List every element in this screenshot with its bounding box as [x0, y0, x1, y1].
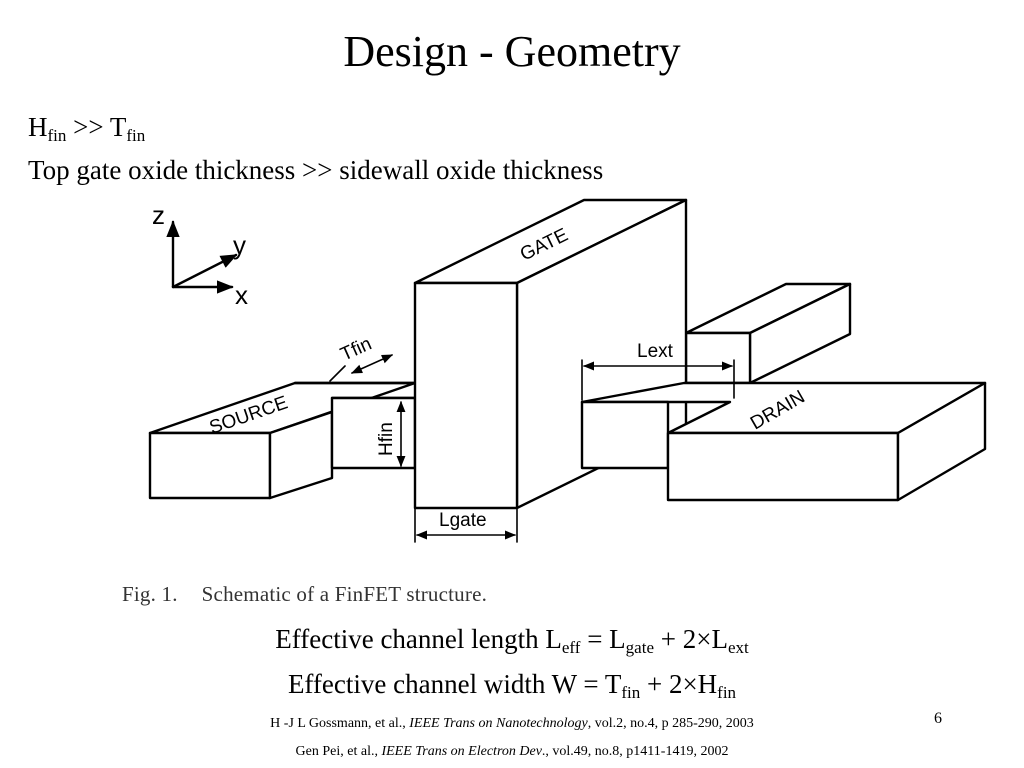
ref1-authors: H -J L Gossmann, et al.,: [270, 716, 410, 731]
equation-leff: Effective channel length Leff = Lgate + …: [0, 624, 1024, 657]
tfin-label: Tfin: [337, 333, 374, 365]
weff-sub-fin2: fin: [717, 683, 737, 702]
lgate-label: Lgate: [439, 510, 487, 531]
ref2-authors: Gen Pei, et al.,: [295, 744, 382, 759]
axes-icon: z y x: [152, 200, 248, 310]
leff-mid1: = L: [580, 624, 626, 654]
hfin-label: Hfin: [376, 422, 397, 456]
axis-x-label: x: [235, 280, 248, 310]
slide-title: Design - Geometry: [343, 27, 681, 76]
hfin-symbol: H: [28, 112, 48, 142]
ref2-journal: IEEE Trans on Electron Dev: [381, 744, 542, 759]
weff-prefix: Effective channel width W = T: [287, 669, 622, 699]
bullet-hfin-tfin: Hfin >> Tfin: [28, 112, 146, 145]
finfet-diagram: z y x SOURCE GATE DRAIN Tfin: [148, 198, 987, 543]
fin-back-block: [684, 282, 852, 385]
ref2-details: ., vol.49, no.8, p1411-1419, 2002: [541, 744, 729, 759]
lgate-dimension: Lgate: [414, 507, 518, 543]
leff-sub-ext: ext: [727, 638, 749, 657]
hfin-dimension: Hfin: [376, 397, 415, 469]
page-number: 6: [934, 710, 942, 727]
equation-weff: Effective channel width W = Tfin + 2×Hfi…: [0, 669, 1024, 702]
ref1-details: , vol.2, no.4, p 285-290, 2003: [587, 716, 754, 731]
lext-label: Lext: [637, 341, 674, 362]
hfin-relation: >> T: [66, 112, 127, 142]
leff-sub-eff: eff: [561, 638, 581, 657]
leff-mid2: + 2×L: [654, 624, 728, 654]
weff-sub-fin1: fin: [621, 683, 641, 702]
hfin-subscript: fin: [47, 126, 67, 145]
leff-prefix: Effective channel length L: [275, 624, 562, 654]
axis-y-label: y: [233, 230, 246, 260]
figure-caption: Fig. 1. Schematic of a FinFET structure.: [122, 582, 487, 607]
drain-block: DRAIN: [580, 381, 987, 502]
axis-z-label: z: [152, 200, 165, 230]
figure-caption-text: Schematic of a FinFET structure.: [201, 582, 488, 606]
weff-mid1: + 2×H: [640, 669, 718, 699]
lext-dimension: Lext: [581, 341, 735, 401]
tfin-dimension: Tfin: [329, 333, 394, 382]
leff-sub-gate: gate: [625, 638, 654, 657]
reference-pei: Gen Pei, et al., IEEE Trans on Electron …: [0, 744, 1024, 760]
ref1-journal: IEEE Trans on Nanotechnology: [409, 716, 588, 731]
bullet-oxide-thickness: Top gate oxide thickness >> sidewall oxi…: [28, 155, 604, 185]
tfin-subscript: fin: [126, 126, 146, 145]
reference-gossmann: H -J L Gossmann, et al., IEEE Trans on N…: [0, 716, 1024, 732]
figure-number: Fig. 1.: [122, 582, 178, 606]
